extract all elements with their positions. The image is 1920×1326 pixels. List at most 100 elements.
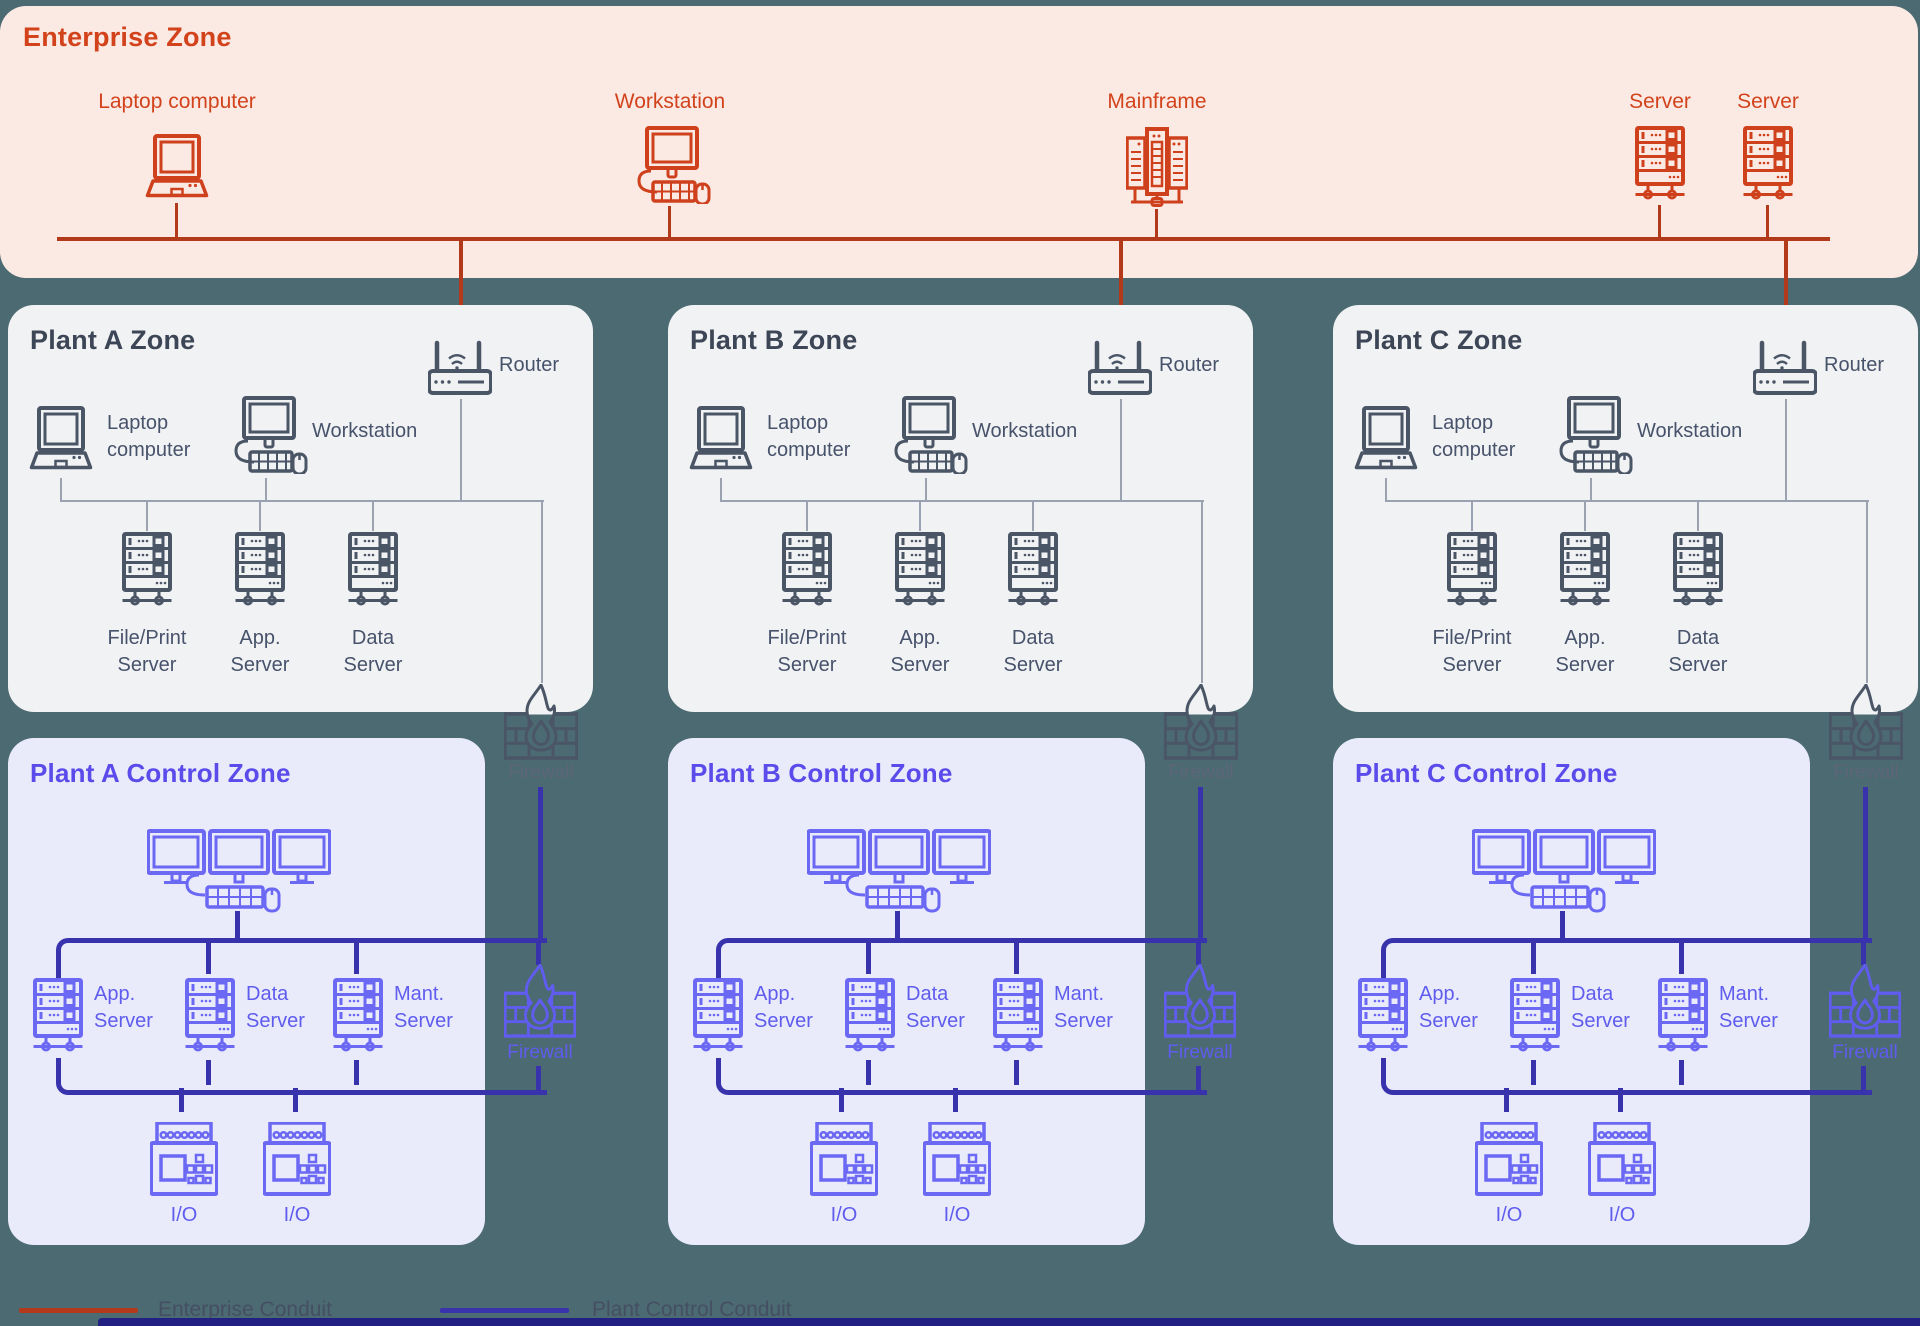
control-server-label-line2: Server (1719, 1010, 1778, 1032)
firewall-bottom-stub (1861, 1066, 1866, 1090)
control-server-stub (1531, 941, 1536, 974)
control-server-label-line2: Server (1054, 1010, 1113, 1032)
firewall-to-control-conduit (1863, 787, 1868, 943)
laptop-label-line2: computer (107, 439, 191, 461)
control-server-label-line2: Server (906, 1010, 965, 1032)
server-label-line1: Data (1676, 627, 1720, 649)
laptop-label-line1: Laptop (107, 412, 169, 434)
control-server-label: App. Server (1419, 981, 1478, 1035)
control-lower-bus (56, 1058, 547, 1095)
control-server-label-line1: App. (754, 983, 796, 1005)
control-upper-bus (56, 938, 547, 979)
server-icon (234, 532, 286, 610)
io-stub-line (1504, 1088, 1509, 1112)
server-label-line1: File/Print (1432, 627, 1512, 649)
server-icon (781, 532, 833, 610)
laptop-icon (684, 406, 758, 474)
legend-plant-control-conduit-swatch (440, 1308, 569, 1313)
bottom-cutoff-band (98, 1318, 1920, 1326)
control-server-label-line2: Server (246, 1010, 305, 1032)
workstation-label: Workstation (972, 420, 1078, 442)
firewall-icon (1164, 964, 1236, 1038)
server-label-line2: Server (1442, 654, 1502, 676)
io-label: I/O (170, 1204, 198, 1226)
firewall-bottom-stub (1196, 1066, 1201, 1090)
enterprise-server1-link (1658, 205, 1661, 238)
io-module-icon (923, 1122, 991, 1196)
control-server-bottom-stub (866, 1060, 871, 1085)
server-icon (32, 974, 84, 1060)
firewall-icon (1829, 684, 1903, 760)
workstation-drop-line (1590, 478, 1592, 502)
control-server-label-line2: Server (754, 1010, 813, 1032)
firewall-top-stub (1861, 943, 1866, 965)
legend-enterprise-conduit-label: Enterprise Conduit (158, 1298, 332, 1321)
io-module-icon (1475, 1122, 1543, 1196)
firewall-icon (1164, 684, 1238, 760)
enterprise-mainframe-label: Mainframe (1107, 90, 1207, 113)
server-label-line2: Server (230, 654, 290, 676)
firewall-drop-line (1201, 502, 1203, 683)
server-label-line1: App. (239, 627, 281, 649)
server-label-line2: Server (117, 654, 177, 676)
control-server-bottom-stub (206, 1060, 211, 1085)
hmi-drop-line (895, 911, 900, 941)
server-label: Data Server (978, 625, 1088, 679)
server-icon (1559, 532, 1611, 610)
plant-control-zone-box (8, 738, 485, 1245)
io-label: I/O (1608, 1204, 1636, 1226)
plant-zone-box (8, 305, 593, 712)
firewall-label: Firewall (508, 762, 574, 783)
legend-enterprise-conduit-swatch (19, 1308, 138, 1313)
io-stub-line (953, 1088, 958, 1112)
control-upper-bus (716, 938, 1207, 979)
server-label-line1: File/Print (767, 627, 847, 649)
enterprise-laptop-label: Laptop computer (98, 90, 256, 113)
control-server-bottom-stub (1014, 1060, 1019, 1085)
control-server-stub (866, 941, 871, 974)
control-server-label: App. Server (754, 981, 813, 1035)
plant-zone-title: Plant C Zone (1355, 325, 1523, 355)
router-drop-line (1785, 399, 1787, 502)
control-server-label-line2: Server (1571, 1010, 1630, 1032)
server-stub-line (919, 502, 921, 531)
laptop-drop-line (60, 478, 62, 502)
io-module-icon (263, 1122, 331, 1196)
control-server-label-line1: Data (1571, 983, 1614, 1005)
plant-zone-box (1333, 305, 1918, 712)
firewall-top-stub (536, 943, 541, 965)
workstation-icon (226, 396, 308, 474)
server-icon (1357, 974, 1409, 1060)
control-server-label: App. Server (94, 981, 153, 1035)
firewall-label: Firewall (1833, 762, 1899, 783)
plant-column: Plant B Zone Router Laptop computer Work… (660, 0, 1272, 1326)
workstation-label: Workstation (312, 420, 418, 442)
workstation-drop-line (925, 478, 927, 502)
firewall-label: Firewall (1832, 1042, 1898, 1063)
server-label-line1: App. (899, 627, 941, 649)
firewall-to-control-conduit (1198, 787, 1203, 943)
workstation-icon (1551, 396, 1633, 474)
enterprise-bus-conduit (57, 237, 1830, 241)
firewall-icon (1829, 964, 1901, 1038)
server-label-line2: Server (1555, 654, 1615, 676)
server-label: Data Server (1643, 625, 1753, 679)
firewall-icon (504, 964, 576, 1038)
laptop-label: Laptop computer (1432, 410, 1515, 464)
io-label: I/O (283, 1204, 311, 1226)
io-stub-line (179, 1088, 184, 1112)
firewall-icon (504, 684, 578, 760)
plant-control-zone-box (1333, 738, 1810, 1245)
server-label-line1: Data (351, 627, 395, 649)
server-icon (894, 532, 946, 610)
control-lower-bus (1381, 1058, 1872, 1095)
control-server-label-line2: Server (94, 1010, 153, 1032)
server-label: App. Server (1530, 625, 1640, 679)
server-label-line1: App. (1564, 627, 1606, 649)
io-stub-line (293, 1088, 298, 1112)
server-label-line2: Server (1668, 654, 1728, 676)
server-label-line2: Server (343, 654, 403, 676)
enterprise-server2-link (1766, 205, 1769, 238)
io-stub-line (1618, 1088, 1623, 1112)
plant-zone-title: Plant B Zone (690, 325, 858, 355)
